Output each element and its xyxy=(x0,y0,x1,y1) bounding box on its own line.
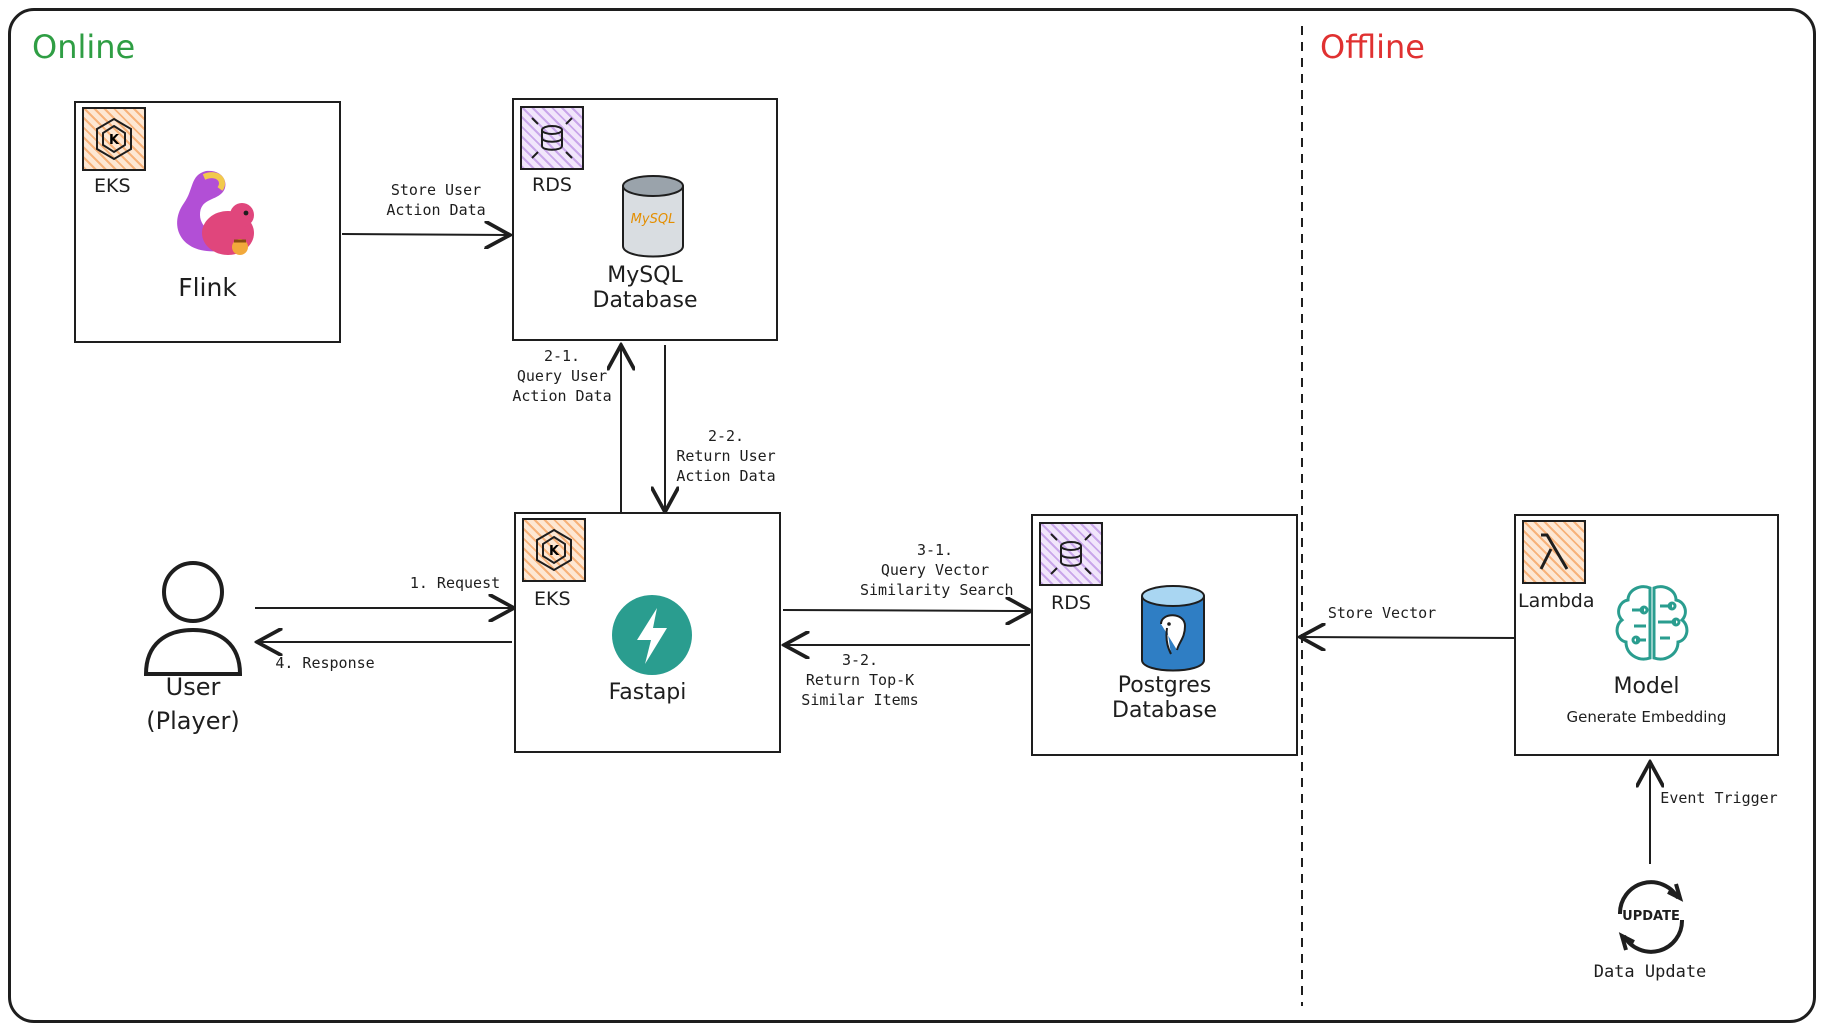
online-zone-label: Online xyxy=(32,28,136,66)
flink-title: Flink xyxy=(178,273,237,302)
mysql-node: RDS MySQL MySQL Database xyxy=(512,98,778,341)
edge-lambda-to-postgres xyxy=(1300,637,1519,638)
edge-label-store-vector: Store Vector xyxy=(1327,604,1437,622)
edge-flink-to-mysql xyxy=(341,234,510,235)
data-update-label: Data Update xyxy=(1593,962,1707,982)
fastapi-title: Fastapi xyxy=(608,680,687,705)
diagram-frame xyxy=(8,8,1816,1023)
eks-label: EKS xyxy=(534,588,571,610)
lambda-label: Lambda xyxy=(1518,590,1595,612)
rds-label: RDS xyxy=(532,174,572,196)
mysql-title-line1: MySQL xyxy=(607,263,683,288)
svg-text:K: K xyxy=(549,544,560,559)
fastapi-bolt-icon xyxy=(611,594,693,680)
flink-node: K EKS Flink xyxy=(74,101,341,343)
mysql-logo-text: MySQL xyxy=(630,212,676,227)
postgres-cylinder-icon xyxy=(1139,584,1207,678)
postgres-title-line1: Postgres xyxy=(1117,673,1212,698)
edge-label-request: 1. Request xyxy=(409,574,501,592)
user-icon xyxy=(140,560,246,682)
update-cycle-icon: UPDATE xyxy=(1608,874,1694,960)
lambda-badge-icon xyxy=(1522,520,1586,584)
eks-badge-icon: K xyxy=(82,107,146,171)
mysql-cylinder-icon: MySQL xyxy=(620,174,686,260)
postgres-node: RDS Postgres Database xyxy=(1031,514,1298,756)
update-icon-text: UPDATE xyxy=(1622,909,1680,924)
model-subtitle: Generate Embedding xyxy=(1566,708,1727,726)
edge-label-response: 4. Response xyxy=(275,654,375,672)
eks-label: EKS xyxy=(94,175,131,197)
user-title-line2: (Player) xyxy=(146,707,240,735)
fastapi-node: K EKS Fastapi xyxy=(514,512,781,753)
edge-fastapi-to-postgres xyxy=(782,610,1031,611)
flink-squirrel-icon xyxy=(160,163,266,273)
rds-badge-icon xyxy=(1039,522,1103,586)
rds-label: RDS xyxy=(1051,592,1091,614)
offline-zone-label: Offline xyxy=(1320,28,1425,66)
model-title: Model xyxy=(1613,674,1680,699)
lambda-node: Lambda Model Generate Embedding xyxy=(1514,514,1779,756)
rds-badge-icon xyxy=(520,106,584,170)
postgres-title-line2: Database xyxy=(1112,698,1217,723)
mysql-title-line2: Database xyxy=(592,288,698,313)
edge-label-event-trigger: Event Trigger xyxy=(1660,789,1778,807)
model-brain-icon xyxy=(1610,582,1694,670)
eks-badge-icon: K xyxy=(522,518,586,582)
user-title-line1: User xyxy=(165,673,221,701)
svg-text:K: K xyxy=(109,133,120,148)
